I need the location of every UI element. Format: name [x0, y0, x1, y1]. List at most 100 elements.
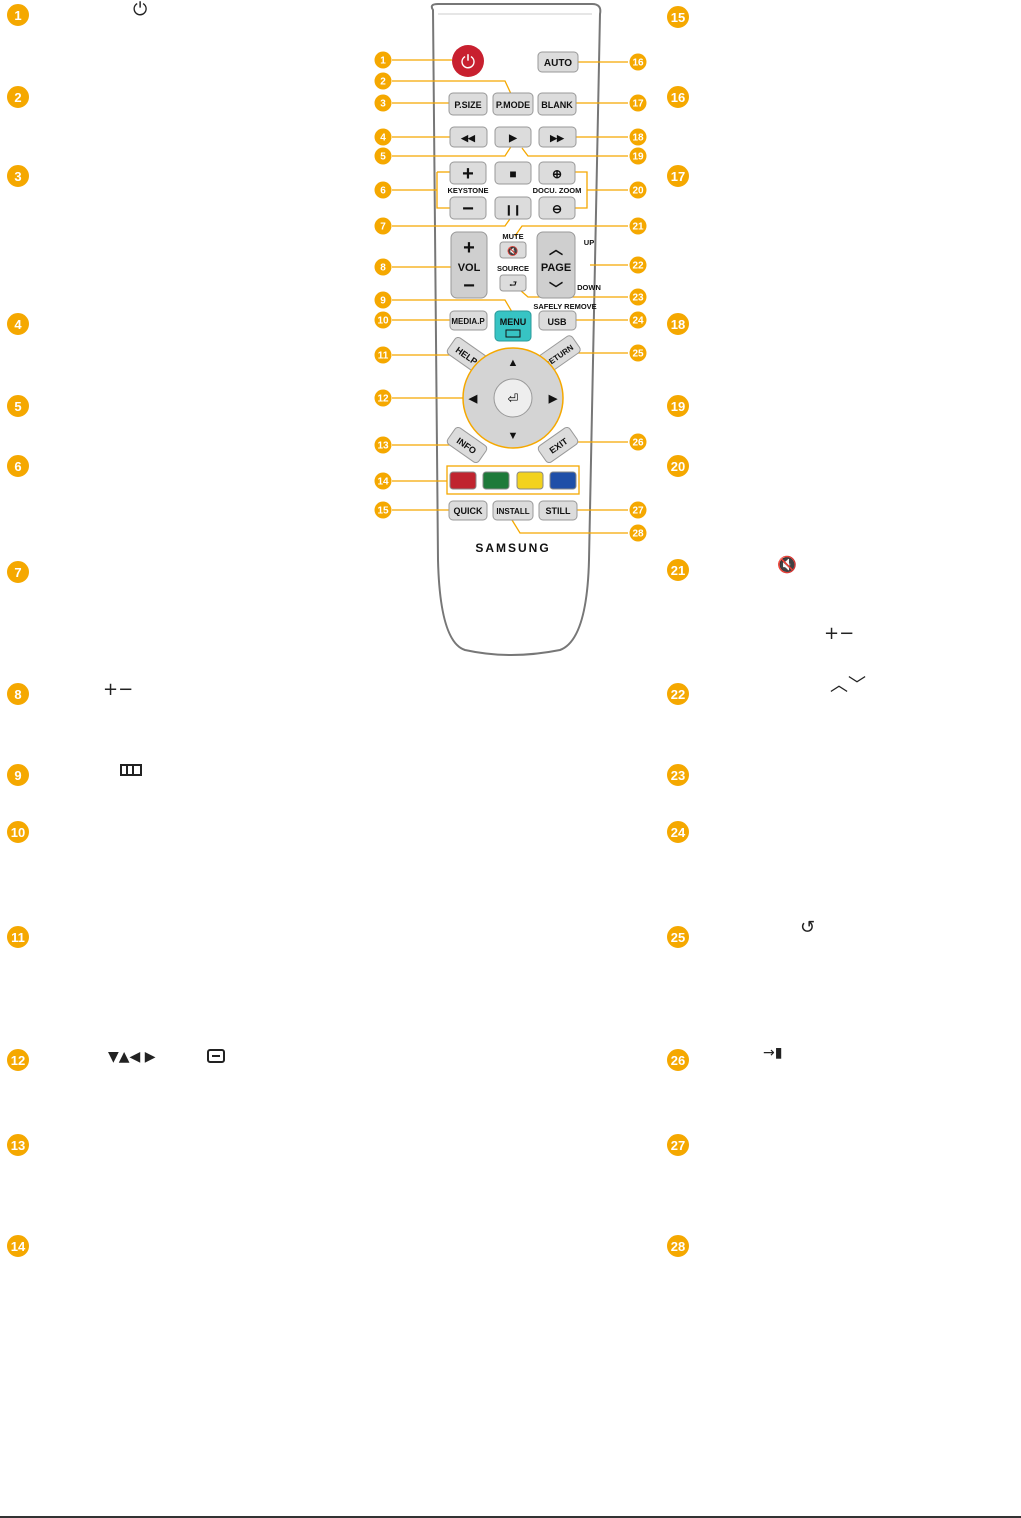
callout-8: 8	[375, 259, 392, 276]
still-button[interactable]: STILL	[539, 501, 577, 520]
legend-badge-27: 27	[666, 1133, 690, 1157]
page-down-icon: ﹀	[549, 281, 563, 297]
svg-text:MEDIA.P: MEDIA.P	[451, 317, 485, 326]
callout-7: 7	[375, 218, 392, 235]
callout-5: 5	[375, 148, 392, 165]
callout-25: 25	[630, 345, 647, 362]
mediap-button[interactable]: MEDIA.P	[450, 311, 487, 330]
legend-badge-14: 14	[6, 1234, 30, 1258]
zoom-out-button[interactable]: ⊖	[539, 197, 575, 219]
callout-11: 11	[375, 347, 392, 364]
keystone-plus-button[interactable]: +	[450, 162, 486, 185]
callout-13: 13	[375, 437, 392, 454]
svg-text:14: 14	[377, 477, 389, 488]
arrow-keys-icon: ▼▲◀ ▶	[108, 1047, 156, 1067]
callouts-right: 16 17 18 19 20 21 22 23 24 25 26 27 28	[630, 54, 647, 542]
svg-text:9: 9	[380, 296, 386, 307]
svg-text:23: 23	[632, 293, 644, 304]
svg-text:25: 25	[632, 349, 644, 360]
dpad[interactable]: ▲ ▼ ◀ ▶ ⏎	[463, 348, 563, 448]
callout-6: 6	[375, 182, 392, 199]
svg-text:16: 16	[632, 58, 644, 69]
zoom-in-icon: ⊕	[552, 167, 562, 181]
brand-logo: SAMSUNG	[475, 541, 550, 555]
svg-text:INSTALL: INSTALL	[496, 507, 529, 516]
svg-text:PAGE: PAGE	[541, 262, 571, 274]
svg-text:2: 2	[380, 77, 386, 88]
source-button[interactable]: ⮐	[500, 275, 526, 291]
svg-text:12: 12	[377, 394, 389, 405]
return-icon: ↺	[800, 918, 815, 938]
svg-text:24: 24	[632, 316, 644, 327]
svg-text:+: +	[462, 163, 474, 185]
psize-button[interactable]: P.SIZE	[449, 93, 487, 115]
pause-button[interactable]: ❙❙	[495, 197, 531, 219]
quick-button[interactable]: QUICK	[449, 501, 487, 520]
svg-text:28: 28	[632, 529, 644, 540]
legend-badge-23: 23	[666, 763, 690, 787]
stop-icon: ■	[509, 167, 516, 181]
keystone-minus-button[interactable]: −	[450, 197, 486, 220]
callout-18: 18	[630, 129, 647, 146]
stop-button[interactable]: ■	[495, 162, 531, 184]
legend-badge-12: 12	[6, 1048, 30, 1072]
callout-1: 1	[375, 52, 392, 69]
callout-15: 15	[375, 502, 392, 519]
blue-key	[550, 472, 576, 489]
power-icon: ⏻	[461, 52, 475, 73]
legend-badge-24: 24	[666, 820, 690, 844]
volume-rocker[interactable]: + VOL −	[451, 232, 487, 298]
callout-10: 10	[375, 312, 392, 329]
mute-button[interactable]: 🔇	[500, 242, 526, 258]
svg-text:QUICK: QUICK	[454, 506, 484, 516]
callout-12: 12	[375, 390, 392, 407]
svg-text:MENU: MENU	[500, 317, 527, 327]
enter-icon	[207, 1049, 225, 1063]
install-button[interactable]: INSTALL	[493, 501, 533, 520]
callout-21: 21	[630, 218, 647, 235]
down-label: DOWN	[577, 283, 601, 292]
blank-button[interactable]: BLANK	[538, 93, 576, 115]
svg-text:5: 5	[380, 152, 386, 163]
legend-badge-25: 25	[666, 925, 690, 949]
right-arrow-icon: ▶	[548, 393, 558, 405]
svg-text:15: 15	[377, 506, 389, 517]
svg-text:−: −	[462, 198, 474, 220]
callout-9: 9	[375, 292, 392, 309]
callout-23: 23	[630, 289, 647, 306]
ffwd-button[interactable]: ▶▶	[539, 127, 576, 147]
usb-button[interactable]: USB	[539, 311, 576, 330]
svg-text:BLANK: BLANK	[541, 100, 573, 110]
safely-remove-label: SAFELY REMOVE	[533, 302, 596, 311]
page-up-icon: ︿	[549, 241, 563, 257]
auto-button[interactable]: AUTO	[538, 52, 578, 72]
svg-text:6: 6	[380, 186, 386, 197]
play-button[interactable]: ▶	[495, 127, 531, 147]
remote-control-diagram: 1 2 3 4 5 6 7 8 9 10 11 12 13 14 15 16 1…	[0, 0, 1021, 700]
rewind-button[interactable]: ◀◀	[450, 127, 487, 147]
legend-badge-13: 13	[6, 1133, 30, 1157]
rewind-icon: ◀◀	[460, 133, 476, 143]
svg-text:3: 3	[380, 99, 386, 110]
power-button[interactable]: ⏻	[452, 45, 484, 77]
svg-text:17: 17	[632, 99, 644, 110]
svg-text:10: 10	[377, 316, 389, 327]
pmode-button[interactable]: P.MODE	[493, 93, 533, 115]
callout-19: 19	[630, 148, 647, 165]
callout-20: 20	[630, 182, 647, 199]
mute-label: MUTE	[502, 232, 523, 241]
docu-zoom-label: DOCU. ZOOM	[533, 186, 582, 195]
source-label: SOURCE	[497, 264, 529, 273]
legend-badge-28: 28	[666, 1234, 690, 1258]
mute-icon: 🔇	[507, 245, 518, 257]
menu-button[interactable]: MENU	[495, 311, 531, 341]
callout-22: 22	[630, 257, 647, 274]
page-rocker[interactable]: ︿ PAGE ﹀	[537, 232, 575, 298]
fast-forward-icon: ▶▶	[549, 133, 565, 143]
legend-badge-11: 11	[6, 925, 30, 949]
svg-text:27: 27	[632, 506, 644, 517]
zoom-in-button[interactable]: ⊕	[539, 162, 575, 184]
legend-badge-9: 9	[6, 763, 30, 787]
svg-text:1: 1	[380, 56, 386, 67]
callout-4: 4	[375, 129, 392, 146]
